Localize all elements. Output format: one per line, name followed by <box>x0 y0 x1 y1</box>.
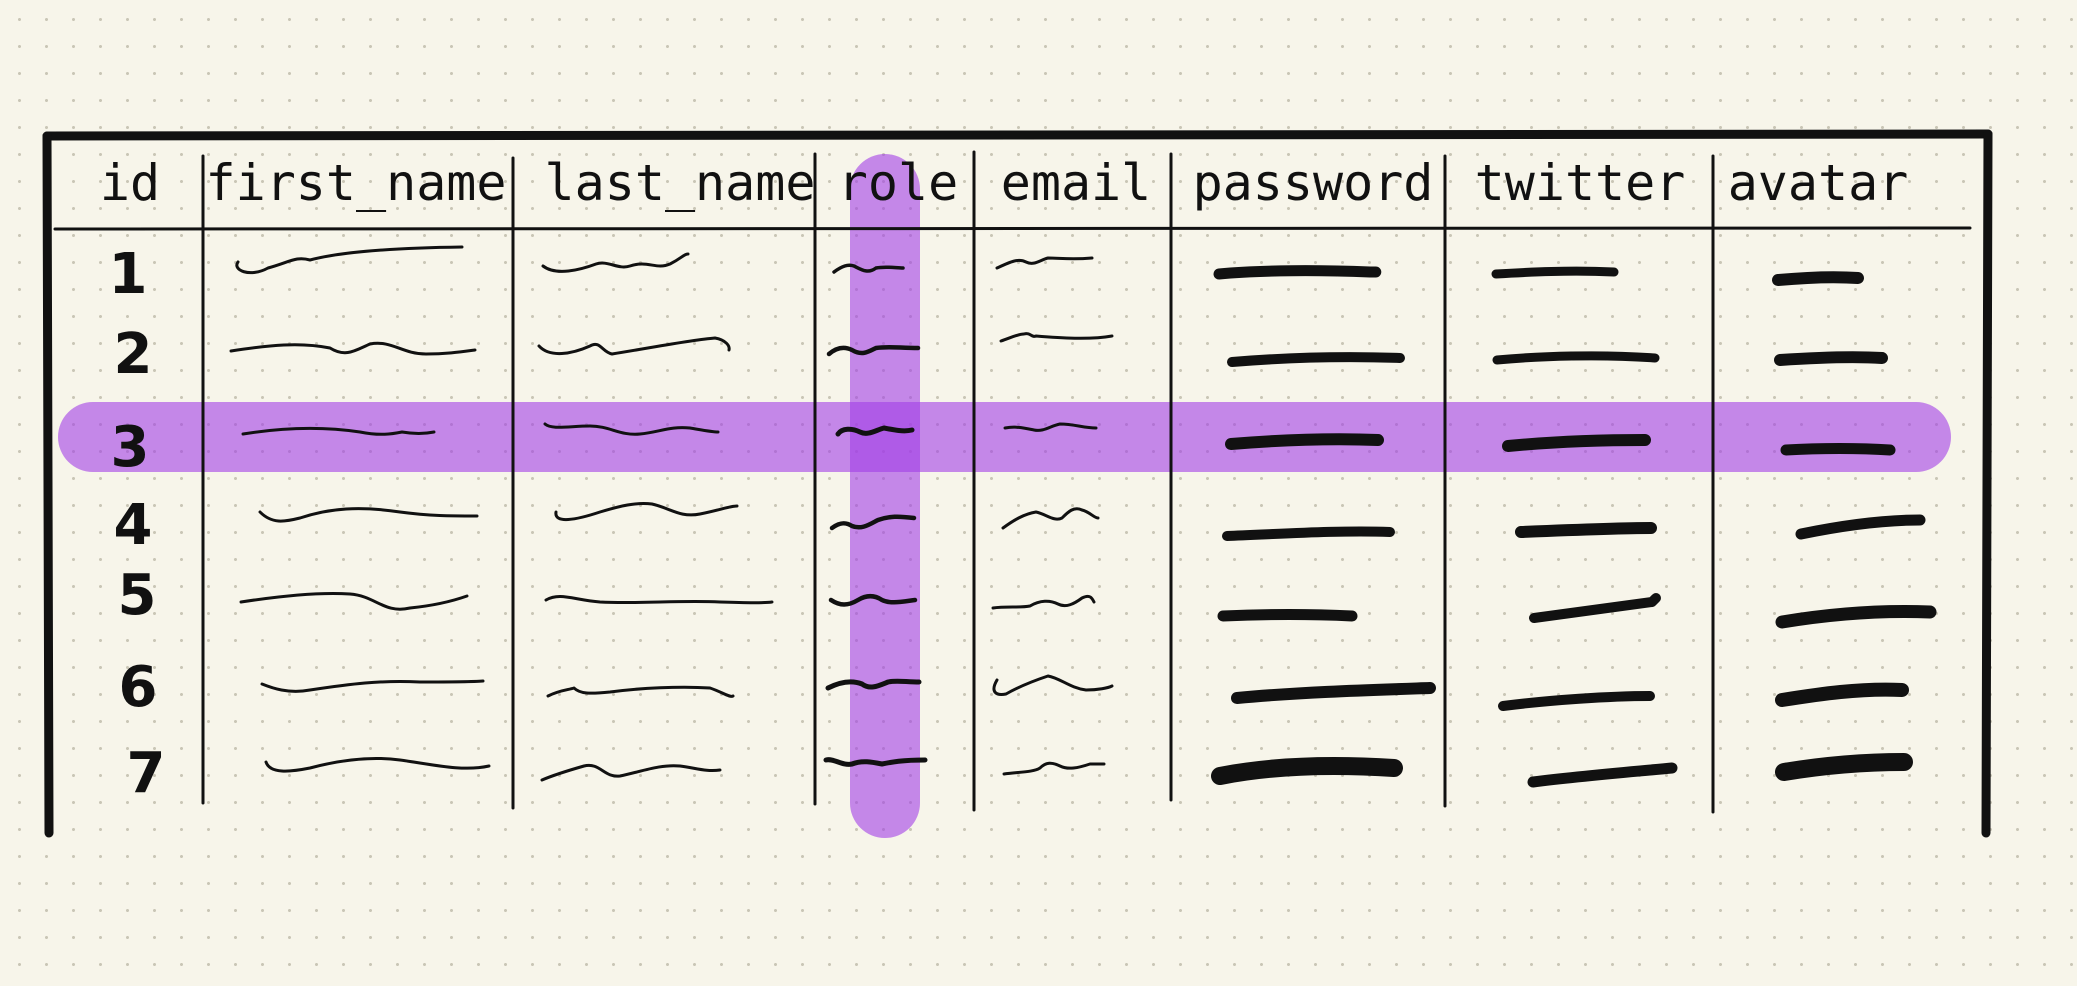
scribble-mark <box>832 263 905 274</box>
scribble-mark <box>1002 761 1106 776</box>
scribble-mark <box>1780 443 1896 456</box>
column-header: email <box>1001 154 1152 212</box>
scribble-mark <box>991 594 1096 610</box>
scribble-mark <box>546 685 735 698</box>
scribble-mark <box>260 679 485 693</box>
scribble-mark <box>1492 351 1660 365</box>
scribble-mark <box>1775 604 1937 629</box>
scribble-mark <box>829 514 917 531</box>
row-id: 4 <box>114 493 153 558</box>
frame-left-edge <box>42 131 54 838</box>
scribble-mark <box>1527 762 1678 788</box>
scribble-mark <box>1775 753 1913 781</box>
scribble-mark <box>239 591 469 611</box>
scribble-mark <box>1491 266 1619 279</box>
scribble-mark <box>823 757 928 767</box>
scribble-mark <box>826 344 921 357</box>
column-header: avatar <box>1728 154 1909 212</box>
scribble-mark <box>229 341 477 356</box>
scribble-mark <box>1529 593 1661 623</box>
header-divider <box>53 226 1972 231</box>
scribble-mark <box>1795 514 1926 540</box>
frame-top-edge <box>42 129 1993 141</box>
column-header: password <box>1193 154 1434 212</box>
scribble-mark <box>1227 352 1405 367</box>
scribble-mark <box>1231 682 1436 704</box>
row-ids: 1 2 3 4 5 6 7 <box>109 242 166 806</box>
row-id: 5 <box>118 563 157 628</box>
scribble-mark <box>1003 422 1098 432</box>
row-id: 2 <box>114 322 153 387</box>
scribble-mark <box>1774 351 1888 366</box>
scribble-mark <box>544 595 774 605</box>
frame-right-edge <box>1981 129 1993 838</box>
scribble-mark <box>828 594 918 607</box>
column-header: first_name <box>205 154 506 212</box>
scribble-mark <box>1213 265 1382 280</box>
scribble-mark <box>1772 271 1864 286</box>
column-header: last_name <box>545 154 816 212</box>
column-header: role <box>838 154 958 212</box>
scribble-mark <box>1217 609 1358 622</box>
scribble-mark <box>999 332 1114 343</box>
scribble-mark <box>995 256 1094 270</box>
scribble-mark <box>540 763 722 782</box>
scribble-mark <box>1502 434 1651 452</box>
highlight-layer <box>58 154 1951 838</box>
scribble-mark <box>537 336 731 356</box>
row-id: 3 <box>111 415 150 480</box>
scribble-mark <box>992 674 1114 696</box>
scribble-mark <box>543 422 720 436</box>
row-id: 1 <box>109 242 148 307</box>
highlight-row-band <box>58 402 1951 472</box>
row-id: 6 <box>119 655 158 720</box>
scribble-mark <box>1515 522 1657 538</box>
scribble-mark <box>258 507 479 523</box>
scribble-mark <box>1222 526 1395 541</box>
scribble-mark <box>264 756 491 773</box>
scribble-mark <box>1001 507 1100 530</box>
scribble-mark <box>1498 691 1655 711</box>
row-id: 7 <box>127 741 166 806</box>
scribble-mark <box>825 678 922 691</box>
scribble-cells <box>229 245 1937 788</box>
scribble-mark <box>1211 757 1403 785</box>
table-frame <box>42 129 1993 838</box>
column-header: twitter <box>1475 154 1686 212</box>
scribble-mark <box>235 245 464 275</box>
scribble-mark <box>1775 682 1909 707</box>
scribble-mark <box>241 426 436 436</box>
scribble-mark <box>835 425 915 437</box>
highlight-column-band <box>850 154 920 838</box>
scribble-mark <box>554 502 739 521</box>
scribble-mark <box>1225 433 1384 450</box>
column-headers: id first_name last_name role email passw… <box>100 154 1908 212</box>
column-header: id <box>100 154 160 212</box>
scribble-mark <box>541 252 690 273</box>
